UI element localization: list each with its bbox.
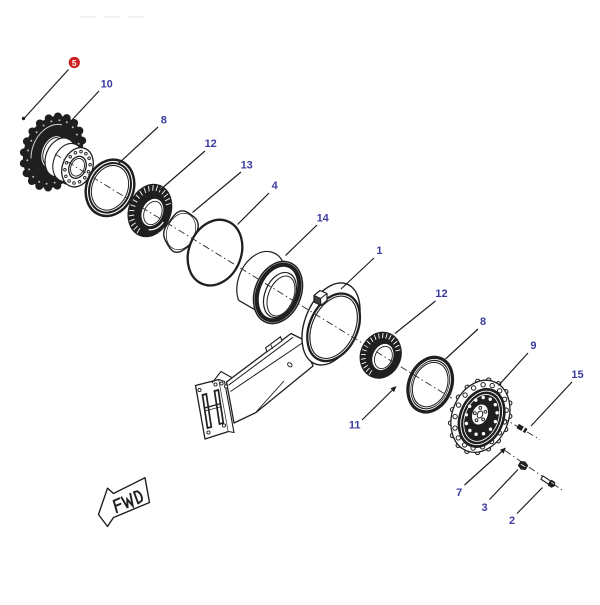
svg-text:3: 3 bbox=[481, 502, 487, 514]
svg-text:2: 2 bbox=[509, 515, 515, 527]
svg-text:4: 4 bbox=[272, 180, 279, 192]
svg-text:1: 1 bbox=[376, 245, 382, 257]
svg-text:14: 14 bbox=[317, 213, 330, 225]
svg-text:5: 5 bbox=[72, 58, 77, 68]
svg-text:12: 12 bbox=[205, 138, 217, 150]
svg-text:7: 7 bbox=[456, 487, 462, 499]
svg-text:11: 11 bbox=[349, 420, 361, 432]
svg-text:12: 12 bbox=[435, 288, 447, 300]
svg-text:15: 15 bbox=[571, 369, 583, 381]
svg-text:9: 9 bbox=[530, 340, 536, 352]
svg-text:8: 8 bbox=[480, 316, 486, 328]
svg-text:8: 8 bbox=[161, 114, 167, 126]
svg-text:13: 13 bbox=[241, 159, 253, 171]
svg-text:10: 10 bbox=[101, 79, 113, 91]
